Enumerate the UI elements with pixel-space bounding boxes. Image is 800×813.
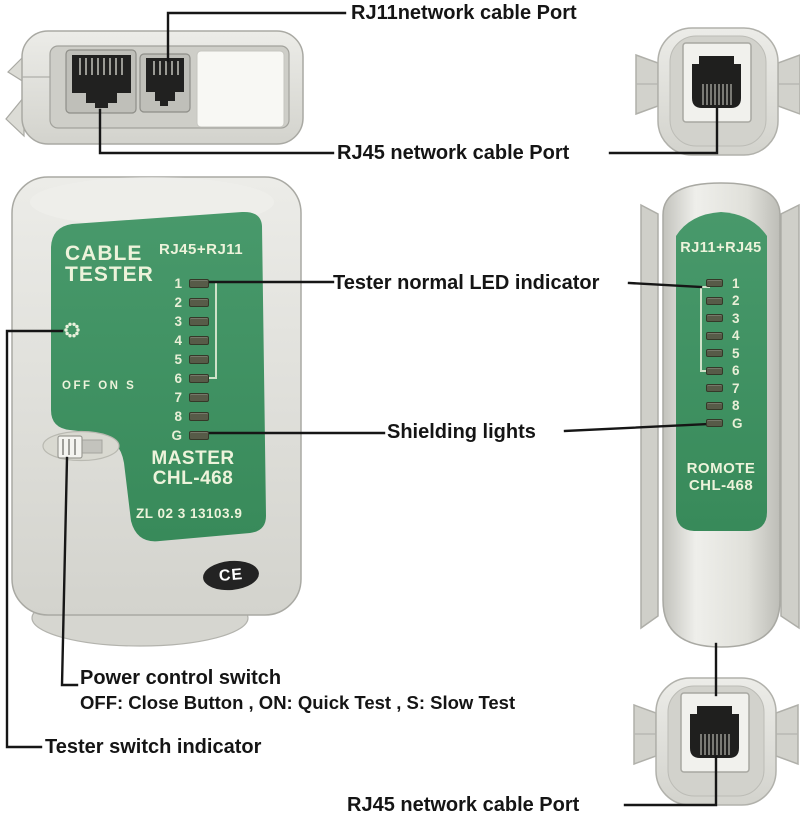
master-led-label-8: 8 <box>174 408 182 424</box>
remote-led-bracket <box>700 286 710 372</box>
master-led-label-5: 5 <box>174 351 182 367</box>
master-led-label-6: 6 <box>174 370 182 386</box>
line-rj45-bottom <box>623 755 718 807</box>
remote-led-light-G <box>706 419 723 427</box>
master-role: MASTER <box>151 448 235 469</box>
master-switch-labels: OFF ON S <box>62 380 137 392</box>
master-led-label-2: 2 <box>174 294 182 310</box>
rj11-port-top-view <box>139 53 191 113</box>
remote-led-light-1 <box>706 279 723 287</box>
remote-led-label-3: 3 <box>732 310 740 326</box>
remote-led-row-7: 7 <box>706 379 740 397</box>
master-model: CHL-468 <box>152 468 234 489</box>
master-led-light-G <box>189 430 209 440</box>
remote-role: ROMOTE <box>686 460 756 477</box>
remote-led-light-7 <box>706 384 723 392</box>
remote-led-light-5 <box>706 349 723 357</box>
remote-led-label-7: 7 <box>732 380 740 396</box>
power-control-switch[interactable] <box>42 430 120 462</box>
remote-led-row-2: 2 <box>706 292 740 310</box>
master-led-light-4 <box>189 335 209 345</box>
remote-led-row-8: 8 <box>706 397 740 415</box>
master-title-line2: TESTER <box>65 263 154 286</box>
master-front-view <box>11 176 302 647</box>
remote-led-row-G: G <box>706 414 743 432</box>
master-led-row-5: 5 <box>156 350 209 368</box>
master-led-label-G: G <box>171 427 182 443</box>
tester-switch-indicator-light <box>64 322 80 338</box>
line-rj11-top <box>166 11 347 63</box>
label-rj11-port: RJ11network cable Port <box>351 2 577 24</box>
remote-led-label-1: 1 <box>732 275 740 291</box>
label-shielding-lights: Shielding lights <box>387 421 536 443</box>
remote-led-row-3: 3 <box>706 309 740 327</box>
master-title-line1: CABLE <box>65 242 143 265</box>
line-power-switch <box>60 456 79 687</box>
remote-led-row-6: 6 <box>706 362 740 380</box>
master-led-light-3 <box>189 316 209 326</box>
master-led-light-5 <box>189 354 209 364</box>
line-rj45-topright <box>608 107 719 155</box>
remote-led-light-2 <box>706 296 723 305</box>
master-led-light-8 <box>189 411 209 421</box>
master-led-row-G: G <box>156 426 209 444</box>
master-led-row-6: 6 <box>156 369 209 387</box>
remote-led-row-1: 1 <box>706 274 740 292</box>
line-tester-switch <box>5 329 64 749</box>
callout-lines <box>5 11 719 807</box>
remote-led-label-G: G <box>732 415 743 431</box>
master-led-row-2: 2 <box>156 293 209 311</box>
remote-led-label-2: 2 <box>732 293 740 308</box>
remote-model: CHL-468 <box>688 477 754 494</box>
master-green-panel <box>51 211 266 542</box>
label-tester-switch: Tester switch indicator <box>45 736 262 758</box>
master-led-row-8: 8 <box>156 407 209 425</box>
master-top-view <box>5 30 304 145</box>
master-serial: ZL 02 3 13103.9 <box>136 506 243 521</box>
master-led-light-6 <box>189 373 209 383</box>
master-led-row-7: 7 <box>156 388 209 406</box>
master-led-label-7: 7 <box>174 389 182 405</box>
master-led-row-1: 1 <box>156 274 209 292</box>
remote-led-light-4 <box>706 331 723 340</box>
remote-led-light-3 <box>706 314 723 322</box>
remote-led-light-8 <box>706 401 723 410</box>
rj45-port-top-view <box>65 49 137 114</box>
line-shielding-right <box>563 422 711 433</box>
remote-led-row-5: 5 <box>706 344 740 362</box>
remote-led-label-4: 4 <box>732 328 740 343</box>
line-rj45-topleft <box>98 108 335 155</box>
master-led-row-3: 3 <box>156 312 209 330</box>
remote-led-row-4: 4 <box>706 327 740 345</box>
label-power-switch-title: Power control switch <box>80 667 282 689</box>
master-led-label-1: 1 <box>174 275 182 291</box>
master-mode-label: RJ45+RJ11 <box>159 241 244 258</box>
label-tester-normal-led: Tester normal LED indicator <box>333 272 600 294</box>
master-led-label-3: 3 <box>174 313 182 329</box>
remote-led-label-8: 8 <box>732 398 740 413</box>
remote-led-label-5: 5 <box>732 345 740 361</box>
remote-led-light-6 <box>706 366 723 375</box>
master-led-light-7 <box>189 392 209 402</box>
master-led-light-1 <box>189 278 209 288</box>
label-power-switch-desc: OFF: Close Button , ON: Quick Test , S: … <box>80 692 516 713</box>
master-led-label-4: 4 <box>174 332 182 348</box>
master-led-row-4: 4 <box>156 331 209 349</box>
label-rj45-port-top: RJ45 network cable Port <box>337 142 570 164</box>
line-led-right <box>627 281 703 289</box>
master-led-light-2 <box>189 297 209 307</box>
label-rj45-port-bottom: RJ45 network cable Port <box>347 794 580 813</box>
remote-mode-label: RJ11+RJ45 <box>680 240 762 256</box>
remote-led-label-6: 6 <box>732 363 740 378</box>
